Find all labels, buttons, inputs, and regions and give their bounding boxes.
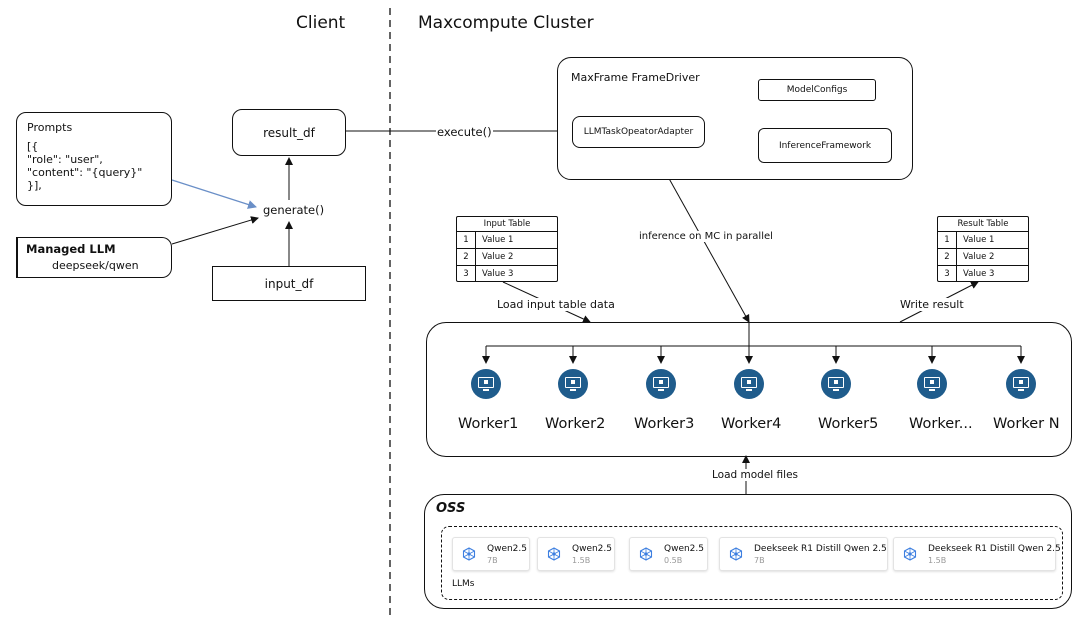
prompts-to-generate-arrow — [171, 179, 257, 209]
model-card: Qwen2.5 0.5B — [629, 537, 708, 571]
worker-computer-icon — [558, 369, 588, 399]
model-size: 1.5B — [572, 556, 591, 565]
model-card: Deekseek R1 Distill Qwen 2.5 1.5B — [893, 537, 1061, 571]
worker-label: Worker4 — [721, 416, 782, 432]
row-value: Value 1 — [963, 235, 995, 245]
prompts-title: Prompts — [27, 121, 73, 134]
result-df-box: result_df — [232, 109, 346, 156]
prompts-line-1: [{ — [27, 140, 39, 153]
worker-label: Worker3 — [634, 416, 695, 432]
write-result-label: Write result — [899, 298, 965, 311]
model-name: Qwen2.5 — [664, 544, 704, 554]
generate-label: generate() — [263, 203, 325, 217]
row-index: 2 — [938, 249, 957, 265]
llms-group: LLMs — [441, 526, 1063, 600]
worker-label: Worker2 — [545, 416, 606, 432]
model-icon — [462, 547, 476, 561]
inference-framework-box: InferenceFramework — [758, 128, 892, 163]
model-icon — [639, 547, 653, 561]
input-table-title: Input Table — [457, 217, 557, 232]
load-input-label: Load input table data — [496, 298, 616, 311]
adapter-label: LLMTaskOpeatorAdapter — [583, 127, 694, 137]
model-size: 1.5B — [928, 556, 947, 565]
load-model-label: Load model files — [711, 469, 800, 481]
llm-to-generate-arrow — [171, 216, 259, 245]
row-index: 3 — [938, 266, 957, 282]
managed-llm-subtitle: deepseek/qwen — [52, 259, 139, 272]
worker-label: Worker N — [993, 416, 1060, 432]
model-name: Deekseek R1 Distill Qwen 2.5 — [928, 544, 1061, 554]
worker-computer-icon — [646, 369, 676, 399]
worker-computer-icon — [917, 369, 947, 399]
row-value: Value 3 — [482, 269, 514, 279]
worker-label: Worker... — [909, 416, 973, 432]
result-table-title: Result Table — [938, 217, 1028, 232]
prompts-line-4: }], — [27, 179, 42, 192]
table-row: 1 Value 1 — [457, 232, 557, 249]
result-df-label: result_df — [263, 125, 315, 140]
model-card: Deekseek R1 Distill Qwen 2.5 7B — [719, 537, 888, 571]
row-value: Value 2 — [482, 252, 514, 262]
worker-label: Worker5 — [818, 416, 879, 432]
model-size: 0.5B — [664, 556, 683, 565]
cluster-header: Maxcompute Cluster — [418, 13, 594, 33]
model-card: Qwen2.5 1.5B — [537, 537, 615, 571]
llms-group-label: LLMs — [452, 579, 475, 589]
table-row: 3 Value 3 — [938, 266, 1028, 282]
worker-computer-icon — [1006, 369, 1036, 399]
result-table: Result Table 1 Value 1 2 Value 2 3 Value 3 — [937, 216, 1029, 282]
row-value: Value 1 — [482, 235, 514, 245]
inference-framework-label: InferenceFramework — [778, 140, 872, 151]
model-card: Qwen2.5 7B — [452, 537, 530, 571]
inference-label: inference on MC in parallel — [638, 231, 774, 242]
model-icon — [729, 547, 743, 561]
table-row: 2 Value 2 — [457, 249, 557, 266]
model-size: 7B — [754, 556, 765, 565]
table-row: 1 Value 1 — [938, 232, 1028, 249]
adapter-box: LLMTaskOpeatorAdapter — [572, 116, 705, 148]
execute-label: execute() — [436, 125, 493, 139]
row-value: Value 2 — [963, 252, 995, 262]
model-name: Deekseek R1 Distill Qwen 2.5 — [754, 544, 887, 554]
row-index: 1 — [457, 232, 476, 248]
prompts-line-3: "content": "{query}" — [27, 166, 143, 179]
managed-llm-title: Managed LLM — [26, 242, 116, 256]
input-df-label: input_df — [264, 276, 314, 291]
table-row: 2 Value 2 — [938, 249, 1028, 266]
modelconfigs-box: ModelConfigs — [758, 79, 876, 101]
model-size: 7B — [487, 556, 498, 565]
row-index: 1 — [938, 232, 957, 248]
worker-computer-icon — [821, 369, 851, 399]
row-index: 3 — [457, 266, 476, 282]
oss-box: OSS — [424, 494, 1072, 609]
prompts-line-2: "role": "user", — [27, 153, 103, 166]
worker-computer-icon — [734, 369, 764, 399]
model-icon — [547, 547, 561, 561]
managed-llm-box: Managed LLM deepseek/qwen — [16, 237, 172, 278]
prompts-box: Prompts [{ "role": "user", "content": "{… — [16, 112, 172, 206]
input-df-box: input_df — [212, 266, 366, 301]
oss-title: OSS — [436, 501, 466, 516]
framedriver-title: MaxFrame FrameDriver — [571, 71, 700, 84]
model-name: Qwen2.5 — [572, 544, 612, 554]
workers-box — [426, 322, 1072, 457]
worker-label: Worker1 — [458, 416, 519, 432]
model-icon — [903, 547, 917, 561]
client-header: Client — [296, 13, 346, 33]
worker-computer-icon — [471, 369, 501, 399]
row-value: Value 3 — [963, 269, 995, 279]
row-index: 2 — [457, 249, 476, 265]
modelconfigs-label: ModelConfigs — [786, 85, 848, 95]
table-row: 3 Value 3 — [457, 266, 557, 282]
input-table: Input Table 1 Value 1 2 Value 2 3 Value 3 — [456, 216, 558, 282]
model-name: Qwen2.5 — [487, 544, 527, 554]
